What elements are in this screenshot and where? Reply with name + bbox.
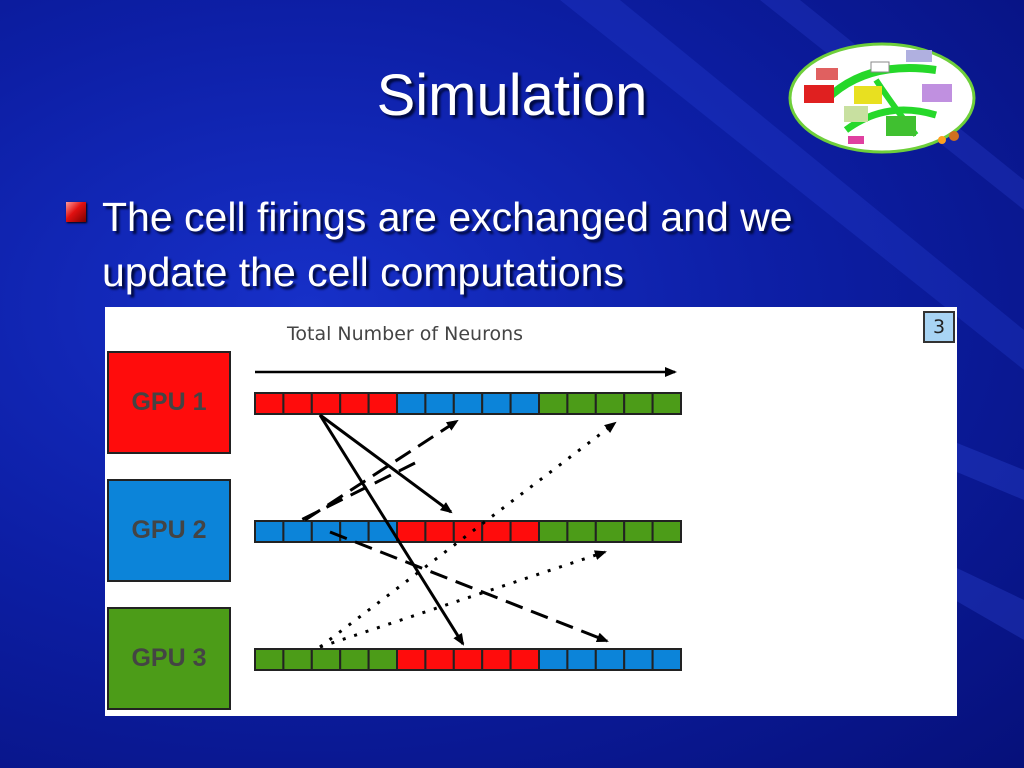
neuron-cell-gpu3-9 xyxy=(481,648,512,671)
arrow-dashed-gpu2-to-gpu1-b xyxy=(304,419,459,522)
gpu-2-label: GPU 2 xyxy=(131,516,207,544)
bullet-marker-icon xyxy=(66,202,86,222)
neuron-cell-gpu1-9 xyxy=(481,392,512,415)
neuron-cell-gpu1-10 xyxy=(509,392,541,415)
neuron-cell-gpu3-15 xyxy=(651,648,682,671)
neuron-cell-gpu1-1 xyxy=(254,392,285,415)
neuron-cell-gpu2-13 xyxy=(594,520,626,543)
neuron-cell-gpu2-15 xyxy=(651,520,682,543)
neuron-cell-gpu1-12 xyxy=(566,392,597,415)
neuron-cell-gpu1-6 xyxy=(396,392,427,415)
gpu-1-label: GPU 1 xyxy=(131,388,207,416)
gpu-exchange-diagram: Total Number of Neurons 3 GPU 1 GPU 2 GP… xyxy=(105,307,957,716)
neuron-cell-gpu2-1 xyxy=(254,520,285,543)
gpu-1-box: GPU 1 xyxy=(107,351,231,454)
neuron-cell-gpu2-11 xyxy=(538,520,569,543)
neuron-cell-gpu2-7 xyxy=(424,520,455,543)
neuron-cell-gpu3-7 xyxy=(424,648,455,671)
neuron-cell-gpu3-1 xyxy=(254,648,285,671)
arrow-solid-gpu1-to-gpu2 xyxy=(319,413,453,514)
neuron-cell-gpu2-10 xyxy=(509,520,541,543)
neuron-cell-gpu1-7 xyxy=(424,392,455,415)
gpu-3-label: GPU 3 xyxy=(131,644,207,672)
neuron-cell-gpu3-4 xyxy=(339,648,370,671)
neuron-cell-gpu2-9 xyxy=(481,520,512,543)
neuron-cell-gpu3-3 xyxy=(310,648,342,671)
arrow-dotted-gpu3-to-gpu1 xyxy=(319,421,617,649)
neuron-cell-gpu2-2 xyxy=(282,520,313,543)
neuron-cell-gpu1-11 xyxy=(538,392,569,415)
neuron-cell-gpu1-3 xyxy=(310,392,342,415)
neuron-cell-gpu1-8 xyxy=(452,392,484,415)
neuron-cell-gpu2-6 xyxy=(396,520,427,543)
arrow-dotted-gpu3-to-gpu2 xyxy=(319,550,607,649)
neuron-cell-gpu1-13 xyxy=(594,392,626,415)
bullet-text: The cell firings are exchanged and we up… xyxy=(102,194,793,295)
neuron-cell-gpu3-10 xyxy=(509,648,541,671)
axis-label: Total Number of Neurons xyxy=(287,323,524,345)
neuron-cell-gpu3-13 xyxy=(594,648,626,671)
arrow-dashed-gpu2-to-gpu3 xyxy=(329,530,609,643)
neuron-cell-gpu2-3 xyxy=(310,520,342,543)
neuron-cell-gpu3-8 xyxy=(452,648,484,671)
neuron-cell-gpu1-2 xyxy=(282,392,313,415)
neuron-cell-gpu2-8 xyxy=(452,520,484,543)
arrow-solid-gpu1-to-gpu3 xyxy=(318,414,465,646)
neuron-cell-gpu3-6 xyxy=(396,648,427,671)
neuron-cell-gpu1-4 xyxy=(339,392,370,415)
neuron-cell-gpu3-5 xyxy=(367,648,399,671)
neuron-cell-gpu3-11 xyxy=(538,648,569,671)
gpu-2-box: GPU 2 xyxy=(107,479,231,582)
neuron-cell-gpu3-14 xyxy=(623,648,654,671)
neuron-cell-gpu1-5 xyxy=(367,392,399,415)
neuron-cell-gpu1-15 xyxy=(651,392,682,415)
neuron-cell-gpu3-12 xyxy=(566,648,597,671)
neuron-cell-gpu1-14 xyxy=(623,392,654,415)
neuron-cell-gpu3-2 xyxy=(282,648,313,671)
slide-title: Simulation xyxy=(376,63,648,128)
brain-network-logo xyxy=(788,42,976,154)
step-badge: 3 xyxy=(923,311,955,343)
neuron-cell-gpu2-14 xyxy=(623,520,654,543)
gpu-3-box: GPU 3 xyxy=(107,607,231,710)
neuron-arrays-svg xyxy=(254,367,682,671)
neuron-cell-gpu2-12 xyxy=(566,520,597,543)
